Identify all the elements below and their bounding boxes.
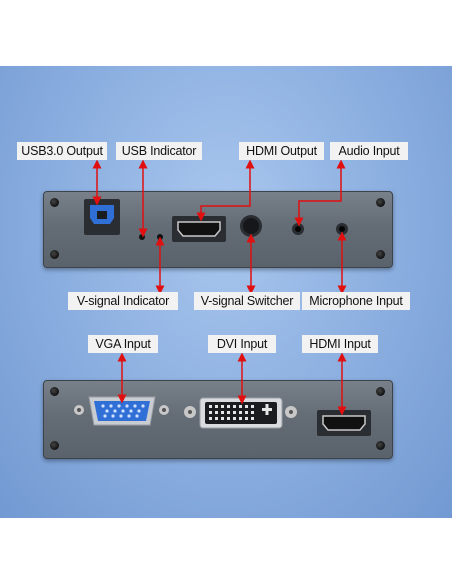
label-v-signal-switcher: V-signal Switcher	[194, 292, 300, 310]
hdmi-input-port-icon	[317, 410, 371, 436]
usb-b-port-icon	[84, 199, 120, 235]
hdmi-port-icon	[172, 216, 226, 242]
screw-icon	[50, 250, 59, 259]
screw-icon	[376, 198, 385, 207]
label-audio-input: Audio Input	[330, 142, 408, 160]
dvi-port-icon	[184, 397, 297, 429]
arrow-hdmi-output	[196, 159, 255, 222]
label-vga-input: VGA Input	[88, 335, 158, 353]
label-hdmi-input: HDMI Input	[302, 335, 378, 353]
label-hdmi-output: HDMI Output	[239, 142, 324, 160]
label-v-signal-indicator: V-signal Indicator	[68, 292, 178, 310]
label-usb30-output: USB3.0 Output	[17, 142, 107, 160]
screw-icon	[50, 198, 59, 207]
screw-icon	[50, 387, 59, 396]
screw-icon	[376, 250, 385, 259]
label-microphone-input: Microphone Input	[302, 292, 410, 310]
screw-icon	[50, 441, 59, 450]
screw-icon	[376, 441, 385, 450]
label-dvi-input: DVI Input	[208, 335, 276, 353]
vga-port-icon	[74, 396, 169, 426]
arrow-audio-input	[294, 159, 346, 227]
label-usb-indicator: USB Indicator	[116, 142, 202, 160]
screw-icon	[376, 387, 385, 396]
